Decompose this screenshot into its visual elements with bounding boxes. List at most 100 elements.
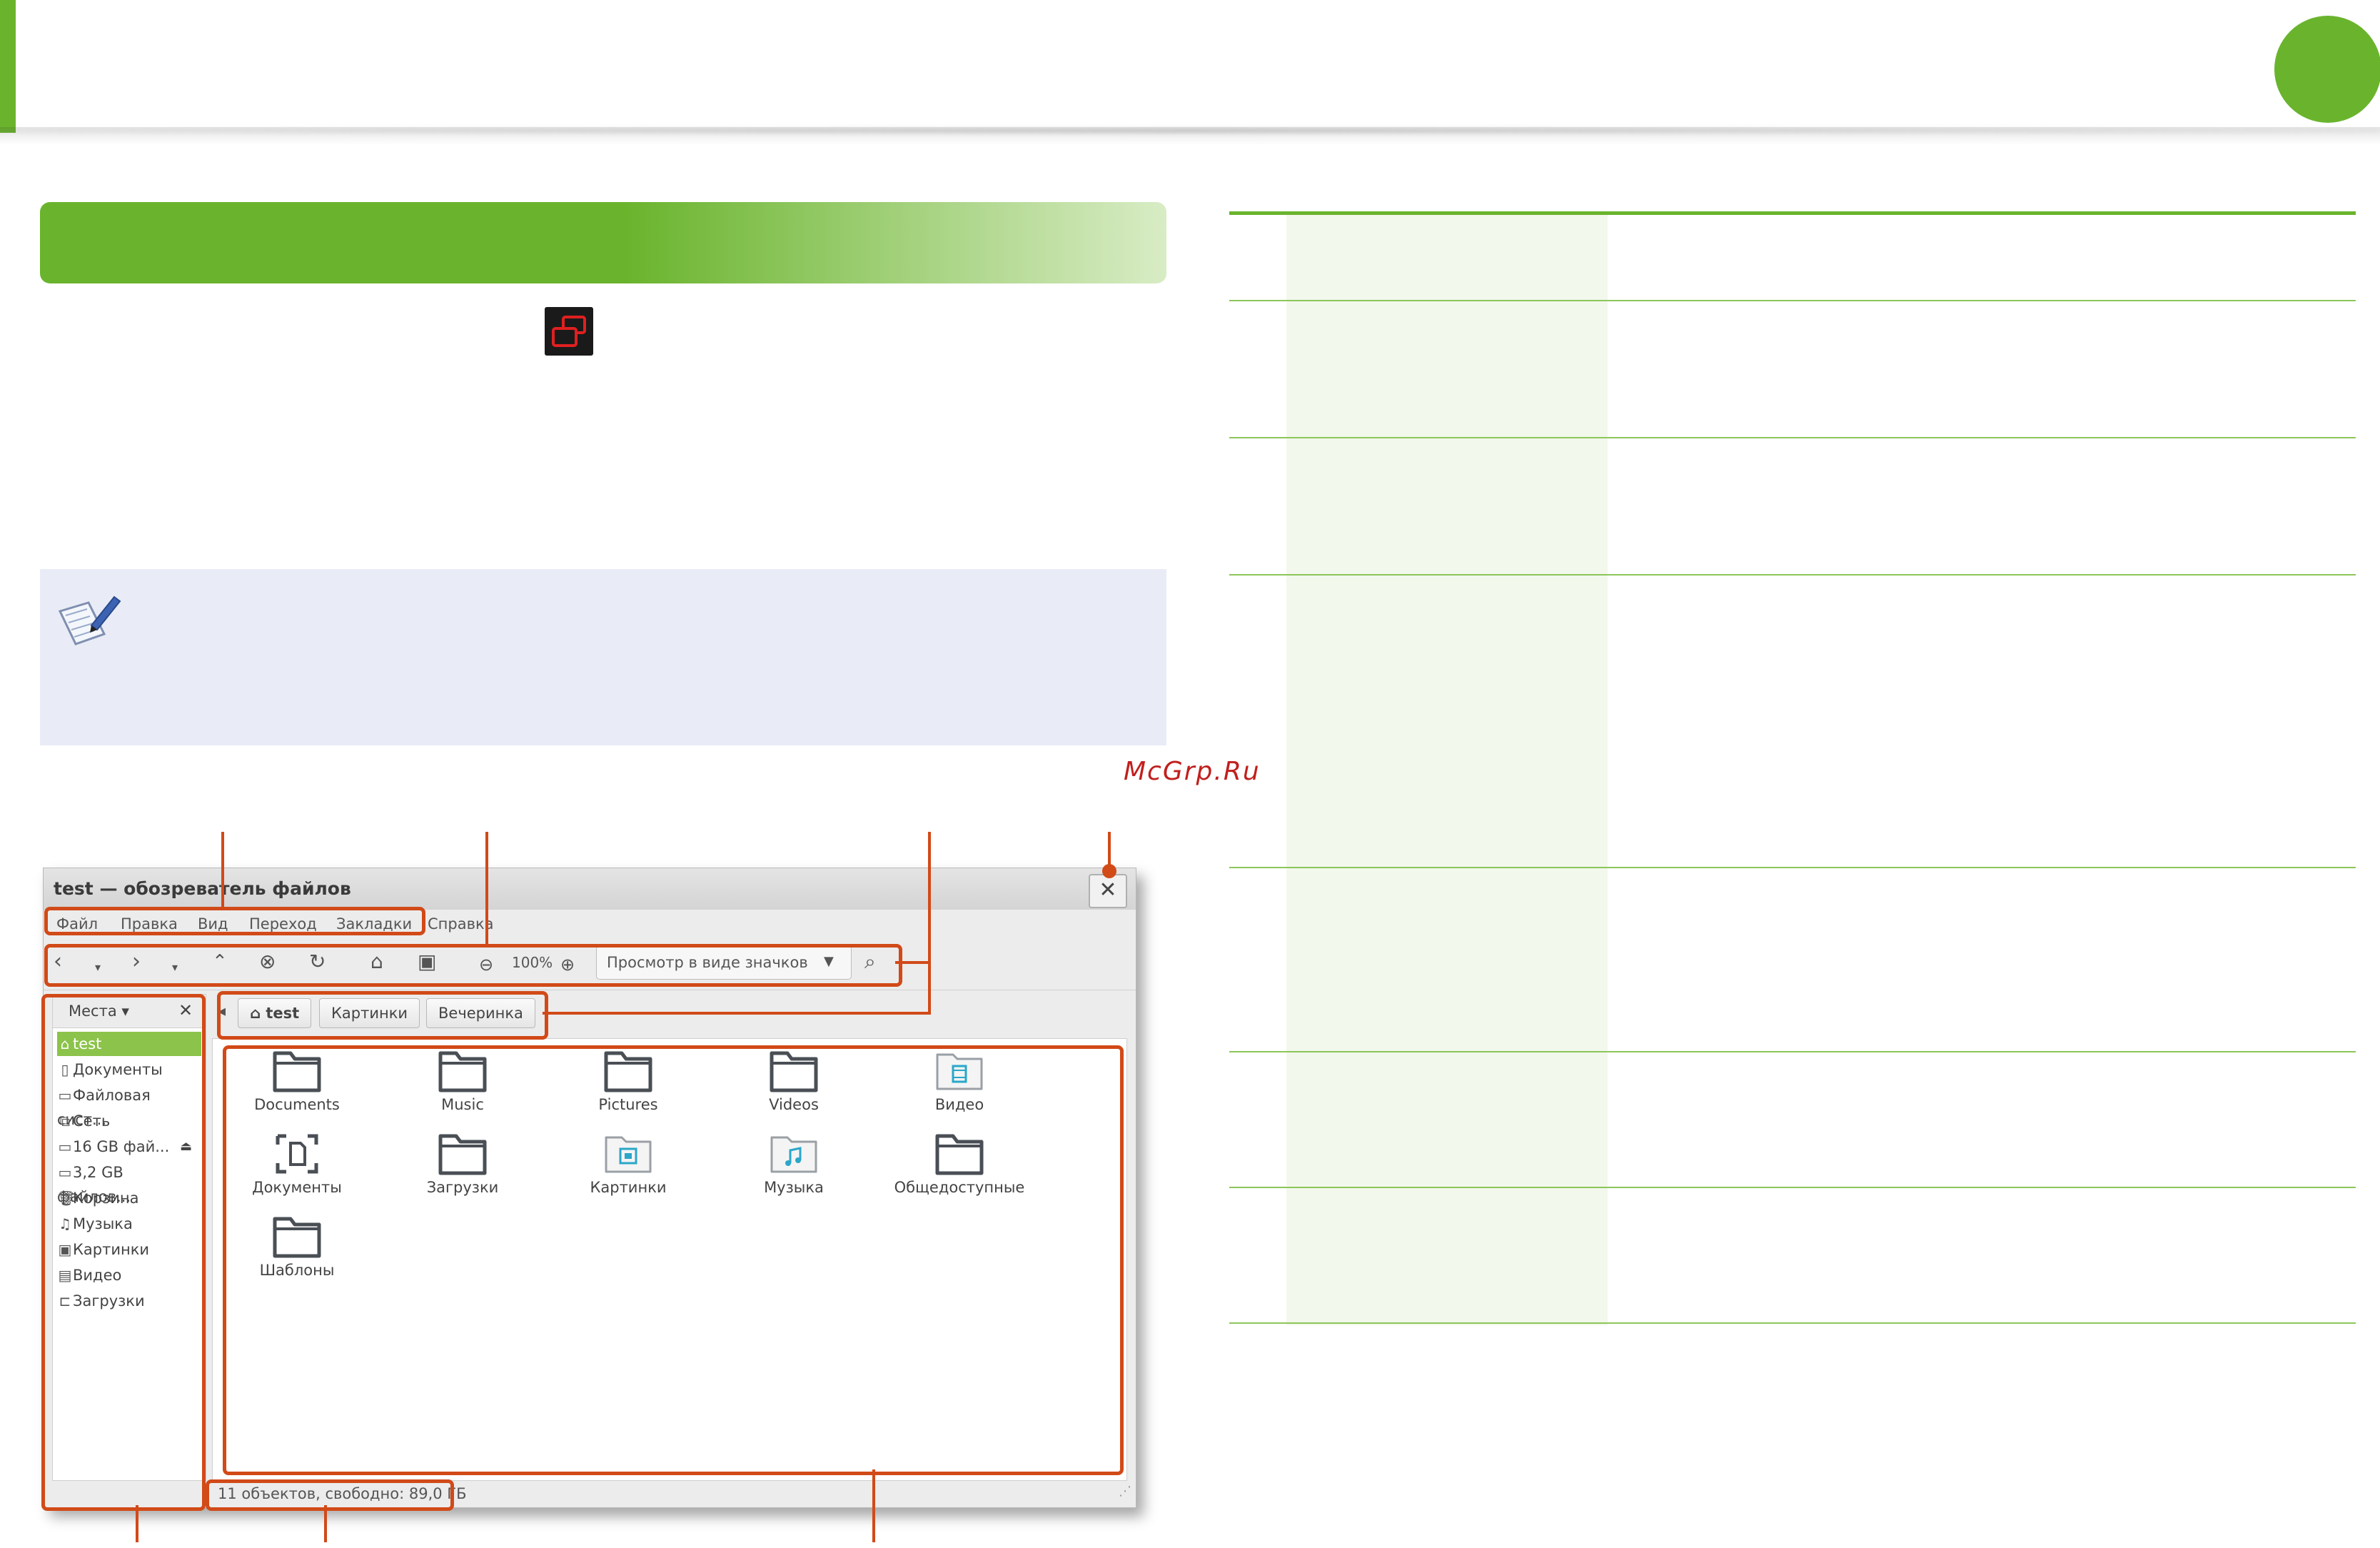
file-manager-window: test — обозреватель файлов ✕ Файл Правка… (43, 868, 1136, 1508)
up-icon[interactable]: ⌃ (212, 951, 228, 972)
menu-edit[interactable]: Правка (121, 915, 178, 933)
pictures-icon: ▣ (58, 1241, 72, 1258)
search-icon[interactable]: ⌕ (864, 950, 876, 973)
sidebar-item-label: test (73, 1035, 102, 1052)
forward-history-icon[interactable]: ▾ (172, 960, 178, 974)
view-mode-label: Просмотр в виде значков (607, 954, 808, 971)
file-item[interactable]: Музыка (722, 1132, 865, 1196)
file-item[interactable]: Документы (226, 1132, 368, 1196)
table-row-divider (1229, 1187, 2356, 1188)
sidebar-item-video[interactable]: ▤Видео (57, 1263, 201, 1287)
callout-box-toolbar (44, 944, 902, 987)
file-name: Шаблоны (259, 1262, 335, 1279)
callout-line-pathbar-horizontal (543, 1012, 931, 1015)
sidebar-item-label: Загрузки (73, 1292, 145, 1310)
file-item[interactable]: Видео (888, 1049, 1031, 1113)
sidebar-item-filesystem[interactable]: ▭Файловая сист... (57, 1083, 201, 1128)
status-text: 11 объектов, свободно: 89,0 ГБ (218, 1485, 467, 1502)
sidebar-item-documents[interactable]: ▯Документы (57, 1057, 201, 1082)
folder-icon (273, 1051, 321, 1092)
sidebar-item-label: Файловая сист... (57, 1087, 151, 1128)
home-icon[interactable]: ⌂ (370, 950, 383, 973)
places-sidebar: Места ▾ ✕ ⌂test ▯Документы ▭Файловая сис… (52, 994, 206, 1481)
chevron-down-icon: ▼ (824, 954, 834, 969)
network-icon: ⧉ (59, 1112, 71, 1130)
sidebar-item-label: 16 GB фай... (73, 1138, 170, 1155)
menu-go[interactable]: Переход (249, 915, 317, 933)
watermark: McGrp.Ru (1124, 757, 1261, 786)
table-label-column (1286, 211, 1608, 1325)
sidebar-item-test[interactable]: ⌂test (57, 1032, 201, 1056)
callout-dot-close (1102, 864, 1116, 878)
places-dropdown[interactable]: Места ▾ (69, 1002, 129, 1020)
sidebar-item-3gb[interactable]: ▭3,2 GB файлов... (57, 1160, 201, 1205)
sidebar-item-pictures[interactable]: ▣Картинки (57, 1237, 201, 1262)
folder-icon (273, 1217, 321, 1258)
window-title: test — обозреватель файлов (54, 878, 351, 899)
sidebar-item-label: 3,2 GB файлов... (57, 1164, 131, 1205)
breadcrumb-party[interactable]: Вечеринка (426, 998, 535, 1028)
sidebar-item-label: Корзина (73, 1190, 139, 1207)
file-name: Videos (769, 1096, 819, 1113)
callout-box-pathbar (217, 991, 548, 1040)
places-label: Места (69, 1002, 117, 1020)
sidebar-close-icon[interactable]: ✕ (178, 1000, 193, 1020)
file-name: Видео (934, 1096, 984, 1113)
breadcrumb-label: Вечеринка (438, 1005, 523, 1022)
table-bottom-rule (1229, 1322, 2356, 1324)
menu-view[interactable]: Вид (198, 915, 228, 933)
resize-grip-icon[interactable]: ⋰ (1119, 1484, 1131, 1499)
folder-icon (935, 1134, 984, 1175)
breadcrumb-pictures[interactable]: Картинки (319, 998, 420, 1028)
reload-icon[interactable]: ↻ (309, 950, 326, 973)
note-pencil-icon (54, 590, 126, 654)
sidebar-item-music[interactable]: ♫Музыка (57, 1212, 201, 1236)
title-bar: test — обозреватель файлов ✕ (44, 868, 1136, 910)
menu-bookmarks[interactable]: Закладки (336, 915, 413, 933)
drive-icon: ▭ (58, 1138, 72, 1155)
sidebar-item-network[interactable]: ⧉Сеть (57, 1109, 201, 1133)
feature-table (1229, 211, 2356, 1325)
file-item[interactable]: Pictures (557, 1049, 700, 1113)
file-item[interactable]: Videos (722, 1049, 865, 1113)
table-row-divider (1229, 574, 2356, 576)
breadcrumb-test[interactable]: ⌂ test (238, 998, 312, 1028)
close-button[interactable]: ✕ (1089, 874, 1127, 908)
path-bar: ◂ ⌂ test Картинки Вечеринка (212, 994, 1126, 1034)
file-item[interactable]: Documents (226, 1049, 368, 1113)
zoom-out-icon[interactable]: ⊖ (479, 955, 494, 975)
file-name: Documents (254, 1096, 340, 1113)
callout-line-status (324, 1505, 327, 1542)
zoom-in-icon[interactable]: ⊕ (560, 955, 575, 975)
file-name: Общедоступные (894, 1179, 1025, 1196)
sidebar-item-downloads[interactable]: ⊏Загрузки (57, 1289, 201, 1313)
menu-help[interactable]: Справка (428, 915, 494, 933)
file-item[interactable]: Шаблоны (226, 1215, 368, 1279)
computer-icon[interactable]: ▣ (418, 950, 437, 973)
sidebar-item-label: Документы (73, 1061, 163, 1078)
eject-icon[interactable]: ⏏ (180, 1139, 193, 1154)
music-icon: ♫ (59, 1215, 71, 1232)
chapter-marker (2274, 16, 2380, 123)
stop-icon[interactable]: ⊗ (259, 950, 276, 973)
path-scroll-left-icon[interactable]: ◂ (218, 1002, 226, 1020)
forward-icon[interactable]: › (132, 949, 141, 974)
callout-line-close (1108, 832, 1111, 875)
file-item[interactable]: Картинки (557, 1132, 700, 1196)
drive-icon: ▭ (58, 1087, 72, 1104)
callout-line-sidebar (136, 1505, 138, 1542)
file-manager-app-icon (545, 307, 593, 356)
menu-file[interactable]: Файл (56, 915, 99, 933)
sidebar-item-16gb[interactable]: ▭16 GB фай... ⏏ (57, 1135, 201, 1159)
menu-bar: Файл Правка Вид Переход Закладки Справка (44, 910, 1136, 937)
back-icon[interactable]: ‹ (54, 949, 62, 974)
file-item[interactable]: Загрузки (391, 1132, 534, 1196)
breadcrumb-label: test (266, 1005, 300, 1022)
file-item[interactable]: Music (391, 1049, 534, 1113)
sidebar-item-trash[interactable]: 🗑Корзина (57, 1186, 201, 1210)
callout-line-toolbar-horizontal (895, 961, 931, 964)
note-box (40, 569, 1166, 745)
back-history-icon[interactable]: ▾ (95, 960, 101, 974)
file-item[interactable]: Общедоступные (888, 1132, 1031, 1196)
downloads-icon: ⊏ (59, 1292, 71, 1310)
